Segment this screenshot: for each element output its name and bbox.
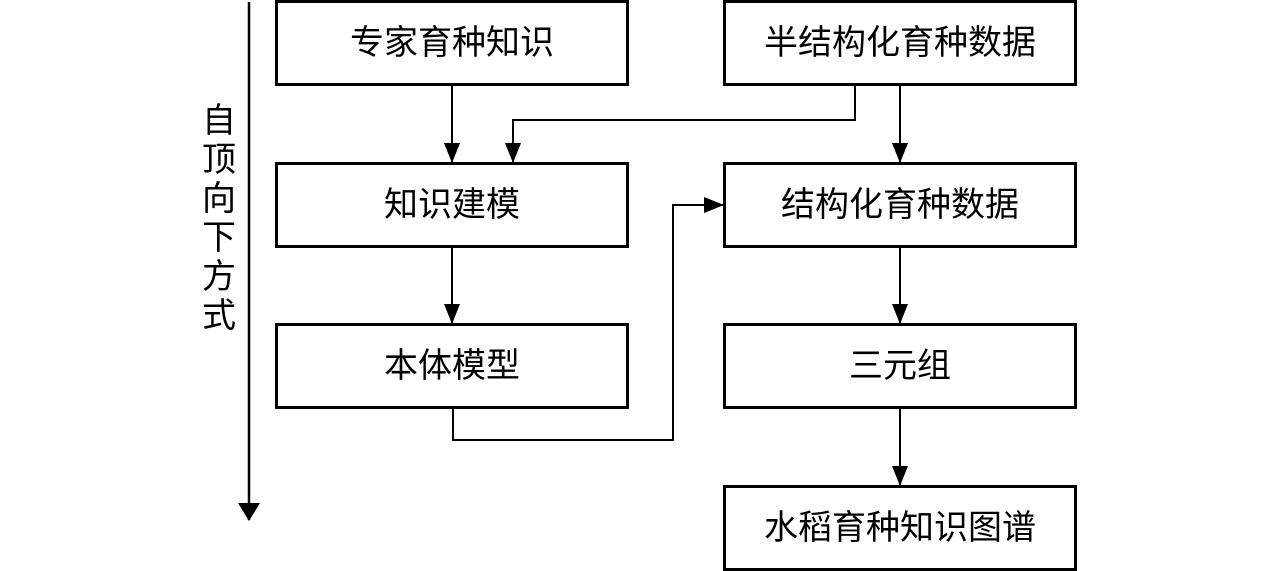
node-semi-structured-data: 半结构化育种数据 (723, 0, 1077, 86)
node-expert-knowledge: 专家育种知识 (275, 0, 629, 86)
side-label-char: 方 (202, 257, 236, 297)
arrow-ontology-to-structured (452, 197, 724, 441)
side-label-char: 顶 (202, 140, 236, 180)
side-label-char: 自 (202, 101, 236, 141)
side-label: 自顶向下方式 (196, 102, 242, 336)
node-triples: 三元组 (723, 323, 1077, 409)
node-ontology-model: 本体模型 (275, 323, 629, 409)
node-structured-data: 结构化育种数据 (723, 162, 1077, 248)
side-label-char: 下 (202, 218, 236, 258)
side-label-char: 式 (202, 296, 236, 336)
arrow-semistructured-to-modeling (505, 85, 856, 163)
side-label-char: 向 (202, 179, 236, 219)
node-knowledge-graph: 水稻育种知识图谱 (723, 485, 1077, 571)
node-knowledge-modeling: 知识建模 (275, 162, 629, 248)
